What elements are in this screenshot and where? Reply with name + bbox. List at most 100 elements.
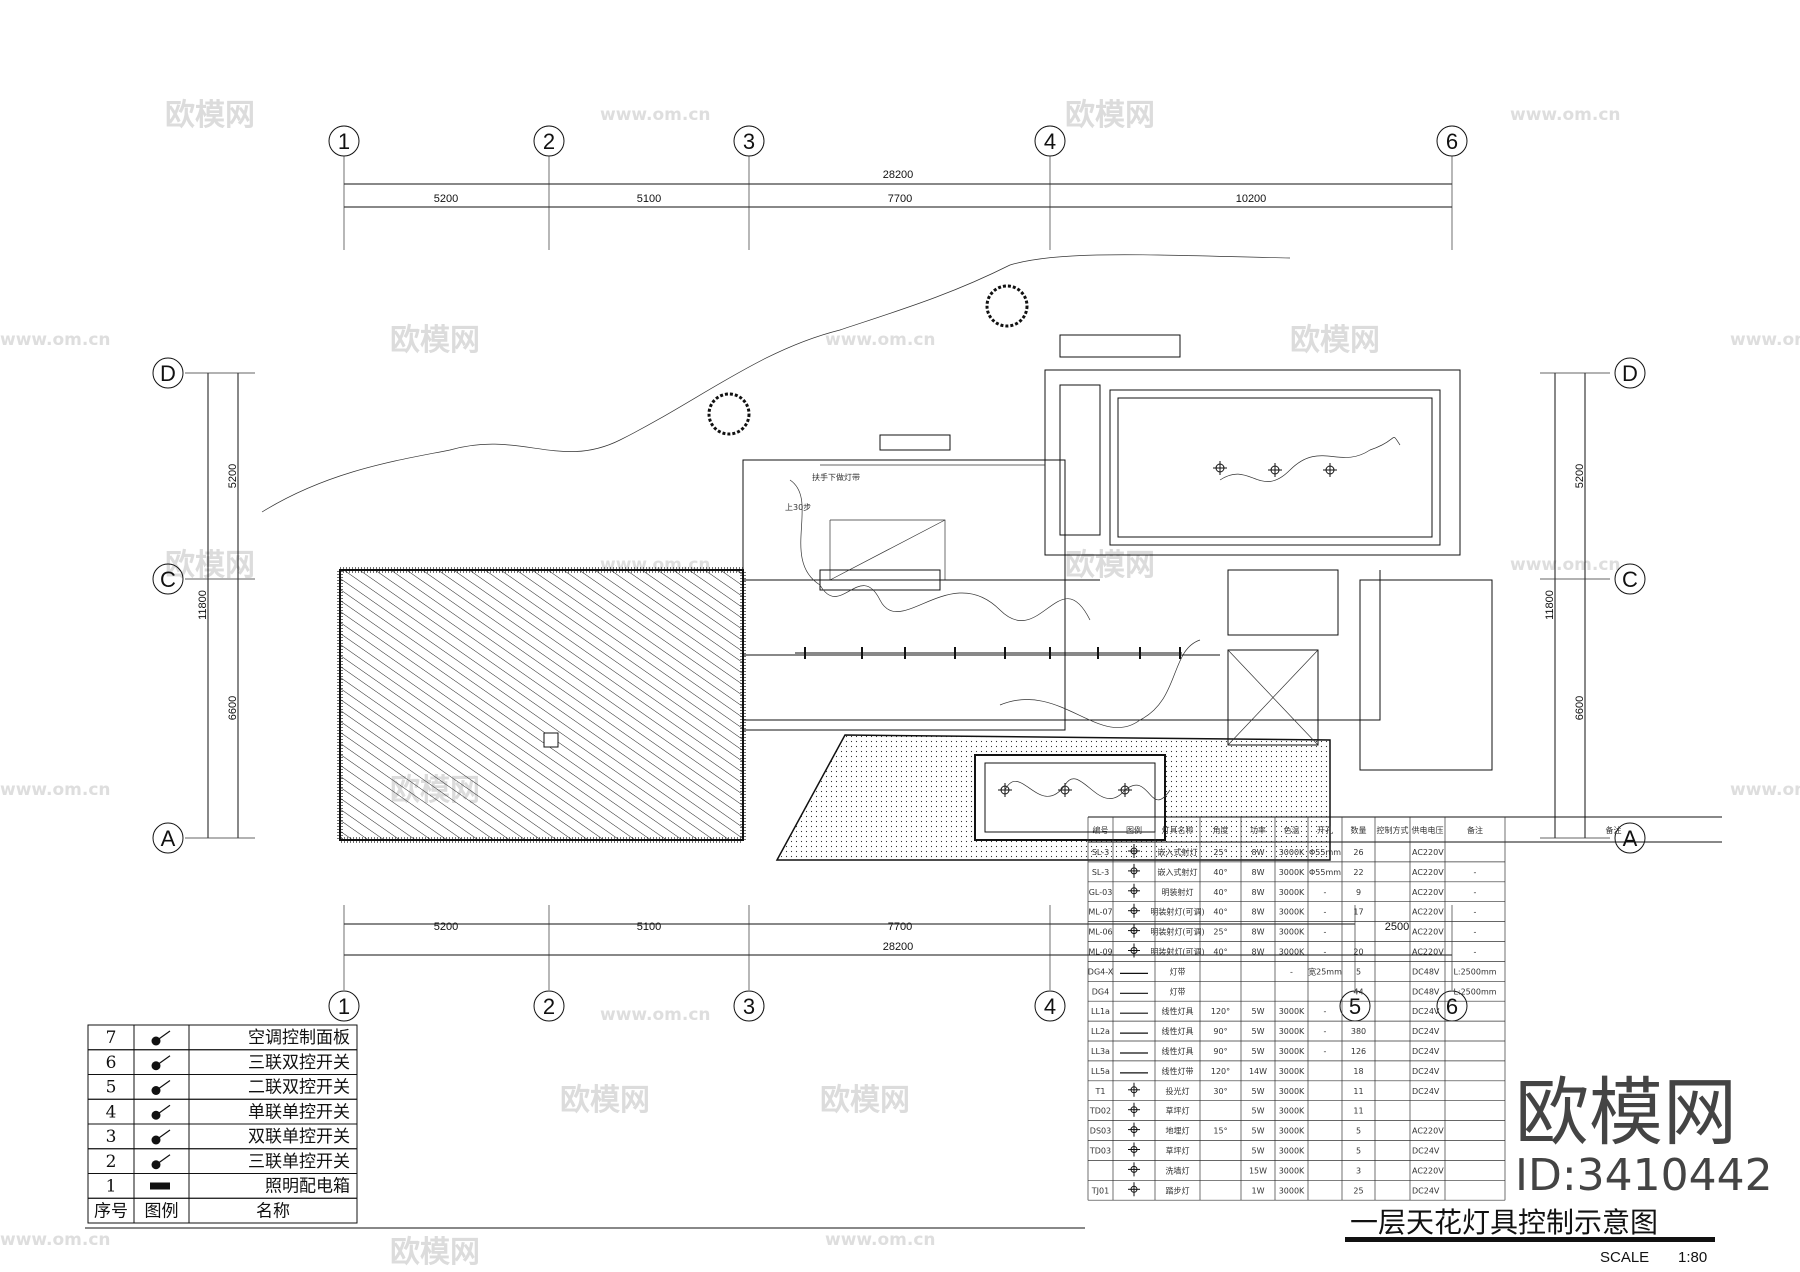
table-cell: -: [1324, 1007, 1327, 1016]
distribution-box-icon: [150, 1182, 170, 1190]
fixture-symbol-icon: [1128, 1082, 1140, 1097]
table-cell: DC24V: [1412, 1027, 1440, 1036]
table-cell: 草坪灯: [1166, 1106, 1190, 1116]
axis-label: 5: [1349, 994, 1361, 1019]
control-wiring: [1219, 437, 1401, 482]
table-cell: 5: [1356, 1127, 1361, 1136]
table-cell: DG4-X: [1088, 967, 1114, 976]
table-cell: LL1a: [1091, 1007, 1110, 1016]
table-cell: 15°: [1213, 1127, 1227, 1136]
ac-panel-icon: [151, 1030, 171, 1046]
table-cell: 126: [1351, 1047, 1366, 1056]
scale-label: SCALE: [1600, 1249, 1649, 1266]
table-cell: AC220V: [1412, 1127, 1444, 1136]
table-cell: -: [1474, 888, 1477, 897]
watermark-text: 欧模网: [1290, 323, 1380, 358]
table-cell: 26: [1353, 848, 1363, 857]
control-wiring: [1004, 778, 1171, 801]
watermark-url: www.om.cn: [1730, 330, 1800, 350]
axis-bubble: [1614, 357, 1646, 389]
watermark-url: www.om.cn: [825, 330, 936, 350]
table-cell: 3000K: [1279, 1067, 1305, 1076]
legend-no: 6: [106, 1053, 117, 1073]
fixture-symbol-icon: [1128, 883, 1140, 898]
table-cell: 5W: [1252, 1087, 1265, 1096]
table-cell: 22: [1353, 868, 1363, 877]
control-wiring: [789, 479, 1091, 621]
table-cell: DC48V: [1412, 967, 1440, 976]
table-header: 色温: [1284, 825, 1300, 835]
table-header: 数量: [1351, 825, 1367, 835]
watermark-url: www.om.cn: [1730, 780, 1800, 800]
table-cell: 380: [1351, 1027, 1366, 1036]
table-header: 备注: [1606, 825, 1622, 835]
table-cell: 3000K: [1279, 1186, 1305, 1195]
legend-no: 5: [106, 1078, 117, 1098]
table-cell: -: [1324, 948, 1327, 957]
table-cell: DC24V: [1412, 1007, 1440, 1016]
table-cell: 3000K: [1279, 1127, 1305, 1136]
watermark-text: 欧模网: [1065, 548, 1155, 583]
table-cell: 25°: [1213, 928, 1227, 937]
table-cell: 5W: [1252, 1047, 1265, 1056]
fixture-symbol-icon: [1128, 943, 1140, 958]
dimension-label: 5100: [637, 193, 661, 205]
table-cell: 44: [1353, 987, 1363, 996]
deck-area: [339, 569, 744, 841]
legend-no: 序号: [94, 1201, 128, 1221]
table-cell: 5W: [1252, 1127, 1265, 1136]
legend-header: 序号图例名称: [87, 1197, 358, 1224]
plan-note: 上30步: [785, 503, 811, 512]
table-cell: DC24V: [1412, 1047, 1440, 1056]
dimension-label: 6600: [227, 696, 239, 720]
table-cell: -: [1324, 1047, 1327, 1056]
fixture-symbol-icon: [1128, 863, 1140, 878]
plan-note: 扶手下做灯带: [812, 472, 860, 482]
table-cell: 120°: [1211, 1007, 1230, 1016]
table-cell: AC220V: [1412, 948, 1444, 957]
table-cell: 明装射灯: [1162, 887, 1194, 897]
axis-label: A: [1623, 826, 1638, 851]
watermark-url: www.om.cn: [0, 1230, 111, 1250]
table-cell: 40°: [1213, 888, 1227, 897]
single-switch-icon: [151, 1104, 171, 1120]
axis-label: 4: [1044, 994, 1056, 1019]
fixture-symbol-icon: [1128, 903, 1140, 918]
watermark-url: www.om.cn: [600, 1005, 711, 1025]
axis-bubble: [733, 990, 765, 1022]
legend-no: 1: [106, 1177, 117, 1197]
table-cell: SL-3: [1092, 868, 1109, 877]
dimension-label: 5100: [637, 921, 661, 933]
axis-label: A: [161, 826, 176, 851]
double-single-switch-icon: [151, 1129, 171, 1145]
dimension-label: 7700: [888, 921, 912, 933]
light-fixtures: [804, 461, 1337, 797]
table-cell: 明装射灯(可调): [1150, 927, 1204, 937]
table-cell: 5W: [1252, 1027, 1265, 1036]
table-cell: 25: [1353, 1186, 1363, 1195]
table-cell: TD02: [1089, 1107, 1111, 1116]
table-cell: -: [1324, 888, 1327, 897]
axis-label: 2: [543, 129, 555, 154]
axis-bubble: [152, 563, 184, 595]
table-cell: 40°: [1213, 948, 1227, 957]
table-cell: 地埋灯: [1166, 1126, 1190, 1136]
table-header: 功率: [1250, 825, 1266, 835]
axis-label: 6: [1446, 994, 1458, 1019]
table-cell: AC220V: [1412, 1166, 1444, 1175]
fixture-symbol-icon: [1128, 1142, 1140, 1157]
axis-bubble: [328, 990, 360, 1022]
watermark-url: www.om.cn: [1510, 555, 1621, 575]
axis-bubble: [1034, 990, 1066, 1022]
